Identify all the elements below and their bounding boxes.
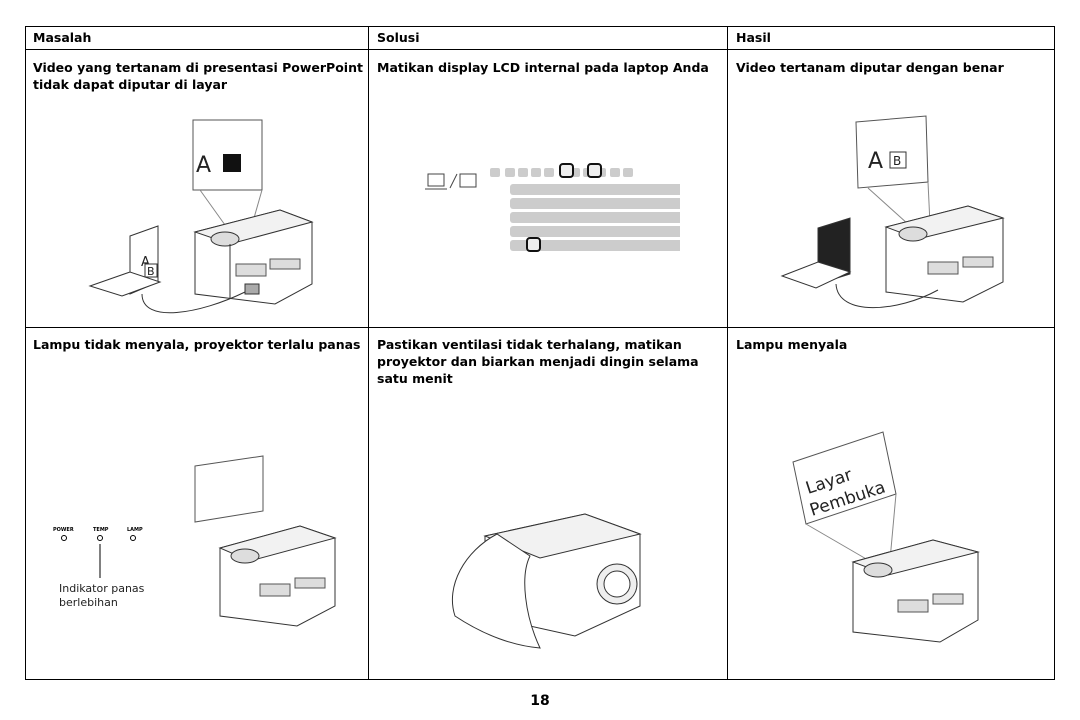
monitor-icon	[459, 173, 477, 188]
lamp-on-figure: Layar Pembuka	[792, 431, 980, 643]
row-divider	[25, 327, 1055, 328]
table-border-top	[25, 26, 1055, 27]
projector-lens	[210, 231, 240, 247]
laptop-display-icon	[427, 173, 445, 187]
row2-solution: Pastikan ventilasi tidak terhalang, mati…	[377, 337, 699, 386]
row2-result: Lampu menyala	[736, 337, 848, 352]
row1-result: Video tertanam diputar dengan benar	[736, 60, 1004, 75]
lamp-led	[130, 535, 136, 541]
blocked-vent-figure	[451, 513, 642, 649]
screen-letter: A	[196, 153, 211, 178]
laptop-base	[780, 261, 852, 289]
function-key-2	[587, 163, 602, 178]
column-divider-1	[368, 26, 369, 680]
laptop-cable	[141, 291, 246, 314]
laptop-screen-letter: A	[141, 255, 150, 270]
table-border-left	[25, 26, 26, 680]
fn-key	[526, 237, 541, 252]
lamp-label: LAMP	[127, 527, 143, 533]
troubleshooting-table: Masalah Solusi Hasil Video yang tertanam…	[25, 26, 1055, 680]
projection-screen	[792, 431, 897, 525]
video-not-playing-figure: A A B	[88, 119, 314, 314]
projection-screen	[194, 455, 264, 523]
keyboard-figure	[425, 163, 680, 252]
overheat-figure: POWER TEMP LAMP Indikator panas berlebih…	[53, 455, 337, 627]
indicator-caption-line2: berlebihan	[59, 596, 118, 609]
temp-led	[97, 535, 103, 541]
page-number: 18	[530, 693, 550, 709]
header-solution: Solusi	[377, 30, 420, 45]
column-divider-2	[727, 26, 728, 680]
keyboard-keys	[490, 168, 680, 251]
laptop-base	[88, 271, 162, 297]
header-divider	[25, 49, 1055, 50]
row1-problem: Video yang tertanam di presentasi PowerP…	[33, 60, 363, 92]
power-label: POWER	[53, 527, 74, 533]
header-result: Hasil	[736, 30, 771, 45]
video-box-letter: B	[893, 154, 901, 168]
temp-label: TEMP	[93, 527, 109, 533]
obstruction-cloth	[451, 533, 541, 649]
laptop-box-letter: B	[147, 265, 155, 278]
video-box	[889, 151, 907, 169]
row1-solution: Matikan display LCD internal pada laptop…	[377, 60, 709, 75]
row2-problem: Lampu tidak menyala, proyektor terlalu p…	[33, 337, 361, 352]
table-border-right	[1054, 26, 1055, 680]
screen-letter: A	[868, 149, 883, 174]
power-led	[61, 535, 67, 541]
indicator-caption-line1: Indikator panas	[59, 582, 145, 595]
table-border-bottom	[25, 679, 1055, 680]
function-key-1	[559, 163, 574, 178]
header-problem: Masalah	[33, 30, 92, 45]
video-playing-figure: A B	[780, 115, 1005, 309]
blank-video-box	[223, 154, 241, 172]
